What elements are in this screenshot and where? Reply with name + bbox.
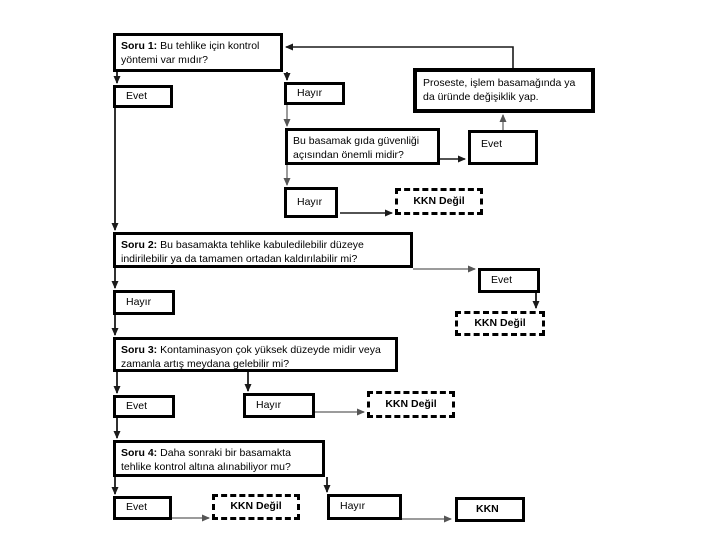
answer-yes-2-label: Evet — [481, 138, 503, 150]
question-3-label: Soru 3: — [121, 344, 158, 356]
answer-yes-5-label: Evet — [126, 501, 148, 514]
answer-no-2-label: Hayır — [297, 195, 323, 208]
arrow-action-to-q1-feedback — [285, 43, 514, 68]
answer-yes-4-label: Evet — [126, 399, 148, 412]
answer-yes-3-box: Evet — [478, 268, 540, 293]
question-3-box: Soru 3:Kontaminasyon çok yüksek düzeyde … — [113, 337, 398, 372]
answer-no-3-label: Hayır — [126, 295, 152, 308]
answer-no-4-box: Hayır — [243, 393, 315, 418]
question-3-text: Kontaminasyon çok yüksek düzeyde midir v… — [121, 344, 381, 370]
answer-no-3-box: Hayır — [113, 290, 175, 315]
not-ccp-outcome-2-label: KKN Değil — [474, 316, 526, 329]
question-1-box: Soru 1:Bu tehlike için kontrol yöntemi v… — [113, 33, 283, 72]
question-2-box: Soru 2:Bu basamakta tehlike kabuledilebi… — [113, 232, 413, 268]
question-4-box: Soru 4:Daha sonraki bir basamakta tehlik… — [113, 440, 325, 477]
answer-yes-1-box: Evet — [113, 85, 173, 108]
question-4-text: Daha sonraki bir basamakta tehlike kontr… — [121, 447, 291, 473]
modify-process-box: Proseste, işlem basamağında ya da üründe… — [413, 68, 595, 113]
ccp-outcome-label: KKN — [476, 502, 499, 515]
not-ccp-outcome-2-box: KKN Değil — [455, 311, 545, 336]
question-2-label: Soru 2: — [121, 239, 158, 251]
not-ccp-outcome-4-box: KKN Değil — [212, 494, 300, 520]
question-4-label: Soru 4: — [121, 447, 158, 459]
answer-no-1-label: Hayır — [297, 86, 323, 99]
answer-no-1-box: Hayır — [284, 82, 345, 105]
answer-yes-1-label: Evet — [126, 89, 148, 102]
not-ccp-outcome-1-box: KKN Değil — [395, 188, 483, 215]
modify-process-text: Proseste, işlem basamağında ya da üründe… — [423, 77, 576, 103]
answer-no-2-box: Hayır — [284, 187, 338, 218]
importance-question-box: Bu basamak gıda güvenliği açısından önem… — [285, 128, 440, 165]
not-ccp-outcome-3-label: KKN Değil — [385, 397, 437, 410]
answer-yes-2-box: Evet — [468, 130, 538, 165]
importance-question-text: Bu basamak gıda güvenliği açısından önem… — [293, 135, 420, 161]
ccp-outcome-box: KKN — [455, 497, 525, 522]
answer-yes-3-label: Evet — [491, 273, 513, 286]
answer-yes-4-box: Evet — [113, 395, 175, 418]
answer-no-4-label: Hayır — [256, 398, 282, 411]
not-ccp-outcome-3-box: KKN Değil — [367, 391, 455, 418]
answer-no-5-box: Hayır — [327, 494, 402, 520]
not-ccp-outcome-4-label: KKN Değil — [230, 500, 282, 513]
question-2-text: Bu basamakta tehlike kabuledilebilir düz… — [121, 239, 364, 265]
answer-no-5-label: Hayır — [340, 500, 366, 513]
question-1-text: Bu tehlike için kontrol yöntemi var mıdı… — [121, 40, 260, 66]
question-1-label: Soru 1: — [121, 40, 158, 52]
answer-yes-5-box: Evet — [113, 496, 172, 520]
not-ccp-outcome-1-label: KKN Değil — [413, 194, 465, 207]
